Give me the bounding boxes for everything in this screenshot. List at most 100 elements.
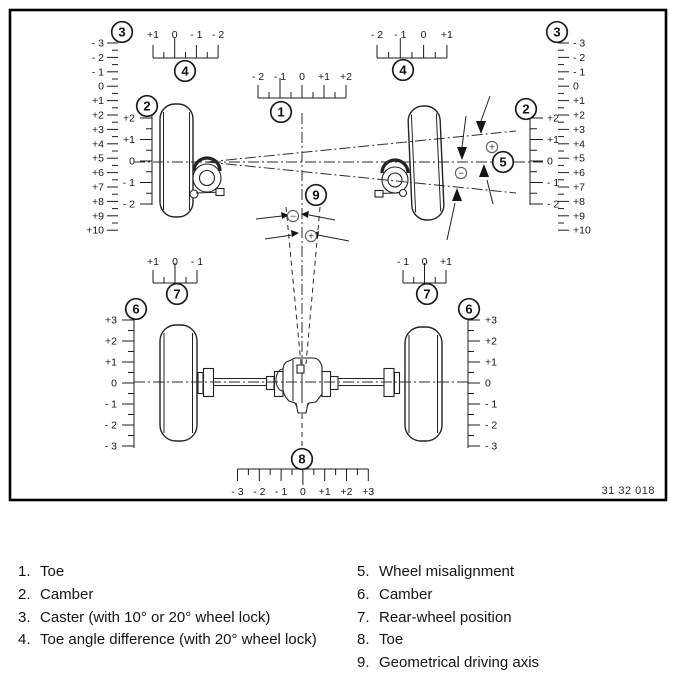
halfshaft-left (197, 367, 284, 398)
legend-item: 4.Toe angle difference (with 20° wheel l… (18, 629, 348, 652)
axis-arrow-left-minus (281, 212, 289, 219)
callout-number: 3 (553, 25, 560, 40)
camber-scale-front-right: +2+10- 1- 2 (529, 111, 559, 211)
scale-label: 0 (422, 256, 428, 268)
scale-label: +3 (485, 315, 497, 327)
callout-circle (514, 97, 538, 121)
callout-number: 6 (132, 302, 139, 317)
scale-label: - 2 (253, 486, 265, 498)
scale-label: +2 (573, 110, 585, 122)
scale-label: - 2 (485, 420, 497, 432)
callout-number: 2 (522, 102, 529, 117)
callout-camber-rear-left: 6 (124, 297, 148, 321)
callout-rear-position-left: 7 (165, 282, 189, 306)
sight-line-lower (206, 161, 517, 194)
scale-label: +3 (92, 124, 104, 136)
callout-number: 1 (277, 105, 284, 120)
scale-label: - 2 (123, 199, 135, 211)
scale-label: +2 (123, 113, 135, 125)
callout-wheel-misalignment: 5 (491, 150, 515, 174)
alignment-diagram: - 3- 2- 10+1+2+3+4+5+6+7+8+9+10 - 3- 2- … (8, 8, 668, 502)
scale-label: 0 (485, 378, 491, 390)
callout-toe-rear: 8 (290, 447, 314, 471)
scale-label: - 1 (123, 177, 135, 189)
scale-label: - 2 (573, 52, 585, 64)
axis-arrow-left-plus (291, 230, 299, 237)
scale-label: 0 (573, 81, 579, 93)
sign-glyph: + (308, 231, 314, 242)
misalignment-arrows (446, 95, 494, 241)
caster-gauge-right (374, 158, 410, 198)
scale-label: - 2 (371, 29, 383, 41)
scale-label: +1 (123, 134, 135, 146)
scale-label: - 1 (397, 256, 409, 268)
scale-label: - 2 (212, 29, 224, 41)
sign-circle (286, 209, 300, 223)
callout-camber-front-left: 2 (135, 94, 159, 118)
legend-item-label: Rear-wheel position (379, 608, 512, 626)
scale-label: +5 (92, 153, 104, 165)
callout-toe-difference-right: 4 (391, 58, 415, 82)
legend-item: 3.Caster (with 10° or 20° wheel lock) (18, 607, 348, 630)
front-right-wheel (407, 105, 445, 221)
legend-item-label: Camber (379, 585, 433, 603)
callout-circle (545, 20, 569, 44)
callout-number: 4 (181, 64, 189, 79)
legend-item: 8.Toe (357, 629, 667, 652)
scale-label: +2 (341, 486, 353, 498)
scale-label: +1 (147, 256, 159, 268)
misalignment-arrow-down-center (457, 147, 467, 160)
callout-toe-difference-left: 4 (173, 59, 197, 83)
scale-label: +10 (573, 225, 591, 237)
callout-number: 7 (423, 287, 430, 302)
misalignment-plus-symbol: + (485, 140, 499, 154)
scale-label: 0 (300, 486, 306, 498)
legend-item-label: Camber (40, 585, 94, 603)
scale-label: +1 (92, 95, 104, 107)
sign-circle (454, 166, 468, 180)
sight-line-upper (206, 130, 517, 163)
callout-geometrical-driving-axis: 9 (304, 183, 328, 207)
scale-label: 0 (98, 81, 104, 93)
scale-label: - 1 (275, 486, 287, 498)
callout-circle (135, 94, 159, 118)
scale-label: +1 (547, 134, 559, 146)
scale-label: - 1 (573, 66, 585, 78)
legend-item-number: 6. (357, 585, 370, 603)
rear-right-wheel (404, 326, 443, 442)
legend-item-number: 9. (357, 654, 370, 672)
callout-circle (173, 59, 197, 83)
scale-label: - 2 (92, 52, 104, 64)
legend-item-label: Caster (with 10° or 20° wheel lock) (40, 608, 271, 626)
scale-label: +9 (92, 210, 104, 222)
caster-scale-right: - 3- 2- 10+1+2+3+4+5+6+7+8+9+10 (558, 38, 591, 237)
scale-label: +5 (573, 153, 585, 165)
sign-circle (485, 140, 499, 154)
scale-label: +2 (92, 110, 104, 122)
scale-label: - 1 (190, 29, 202, 41)
figure-number: 31 32 018 (602, 485, 655, 497)
camber-scale-front-left: +2+10- 1- 2 (123, 111, 153, 211)
caster-gauge-left (189, 156, 225, 199)
scale-label: +2 (105, 336, 117, 348)
callout-circle (290, 447, 314, 471)
legend-item-number: 7. (357, 608, 370, 626)
callout-circle (124, 297, 148, 321)
scale-label: +4 (92, 138, 104, 150)
scale-label: +1 (573, 95, 585, 107)
scale-label: +1 (485, 357, 497, 369)
scale-label: - 1 (105, 399, 117, 411)
scale-label: - 3 (105, 441, 117, 453)
misalignment-minus-symbol: − (454, 166, 468, 180)
callout-number: 4 (399, 63, 407, 78)
callout-circle (391, 58, 415, 82)
legend-item-number: 2. (18, 585, 31, 603)
legend-item-label: Toe angle difference (with 20° wheel loc… (40, 631, 317, 649)
legend-item: 6. Camber (357, 584, 667, 607)
diagram-frame (8, 8, 668, 502)
callout-circle (269, 100, 293, 124)
